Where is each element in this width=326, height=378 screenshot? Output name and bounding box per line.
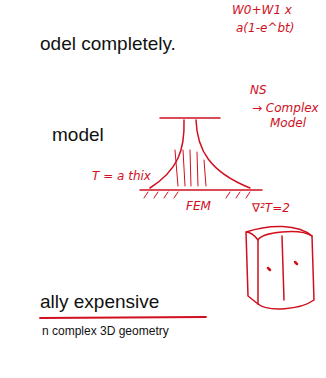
fin-top bbox=[160, 117, 220, 119]
block-edge bbox=[282, 236, 284, 300]
slide-text: odel completely. bbox=[40, 34, 176, 55]
handwritten-note: NS bbox=[250, 84, 267, 97]
fin-hatching bbox=[175, 150, 206, 186]
ground-ticks bbox=[144, 192, 250, 198]
slide-text: model bbox=[52, 125, 104, 146]
handwritten-note: a(1-e^bt) bbox=[236, 22, 294, 35]
block-top bbox=[246, 226, 312, 240]
slide-text: n complex 3D geometry bbox=[42, 325, 169, 338]
fin-left bbox=[150, 120, 184, 188]
handwritten-note: FEM bbox=[186, 200, 211, 213]
handwritten-note: → Complex bbox=[252, 102, 319, 115]
fin-right bbox=[196, 120, 250, 188]
slide-text: ally expensive bbox=[40, 292, 159, 313]
block-dots bbox=[268, 262, 297, 270]
fin-base bbox=[140, 189, 262, 191]
block-front bbox=[258, 232, 314, 309]
block-side bbox=[246, 232, 258, 304]
handwritten-note: T = a thix bbox=[92, 170, 151, 183]
handwritten-note: ∇²T=2 bbox=[252, 202, 290, 215]
handwritten-note: Model bbox=[270, 117, 306, 130]
handwritten-note: W0+W1 x bbox=[232, 4, 292, 17]
underline bbox=[40, 317, 206, 318]
